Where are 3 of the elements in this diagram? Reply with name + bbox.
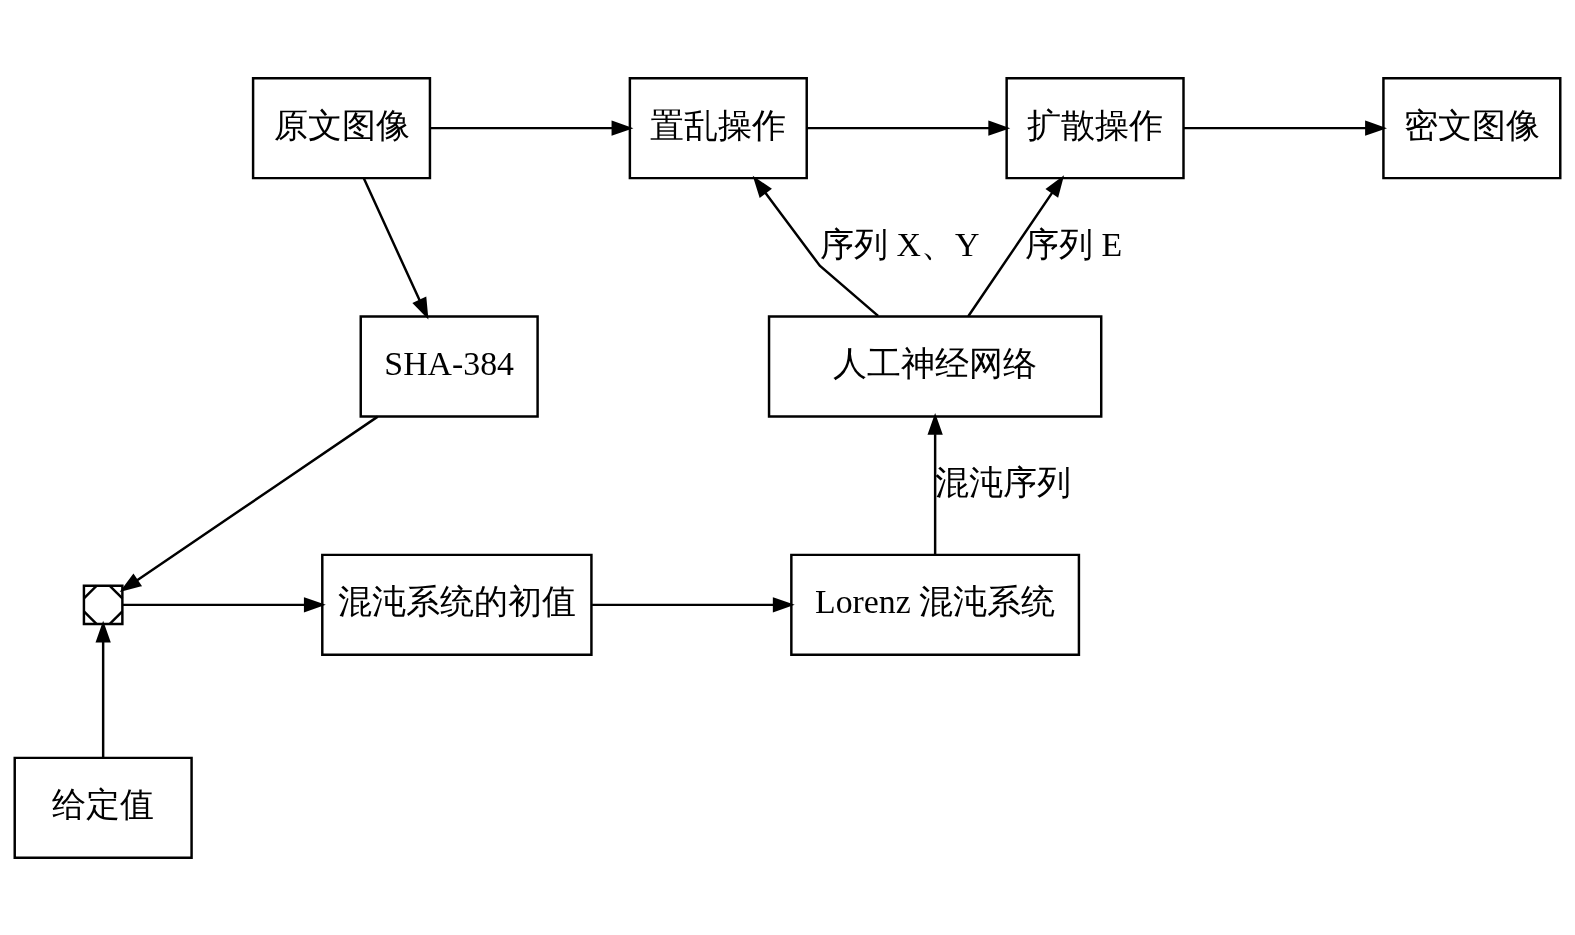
edge-label: 序列 X、Y [820, 225, 980, 263]
edge-label: 混沌序列 [934, 463, 1071, 501]
edge-label: 序列 E [1024, 225, 1123, 263]
